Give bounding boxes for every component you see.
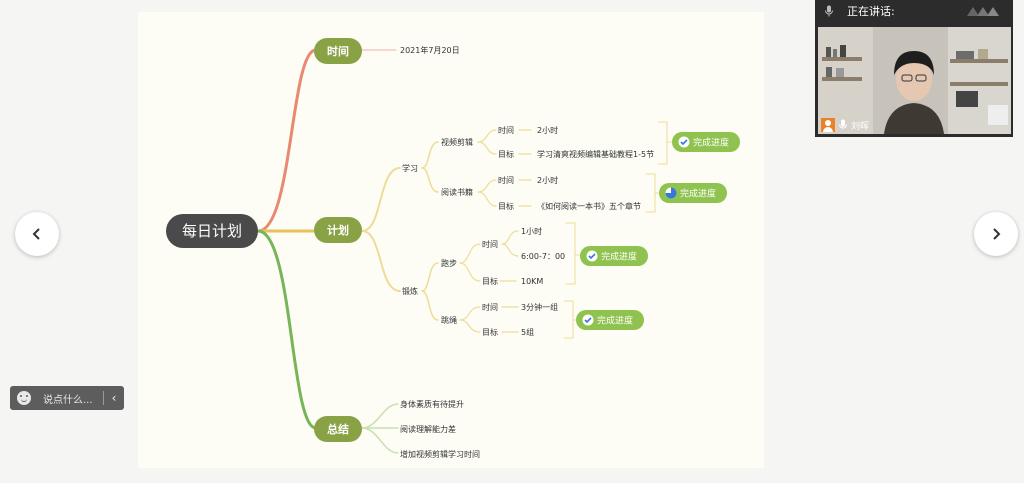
node-plan-label: 计划 (327, 223, 349, 237)
exercise-label: 锻炼 (402, 286, 418, 296)
connector-line (421, 167, 439, 193)
running-label: 跑步 (441, 259, 457, 268)
video-edit-goal-value: 学习清爽视频编辑基础教程1-5节 (537, 149, 654, 159)
connector-line (565, 222, 576, 285)
connector-line (421, 262, 439, 292)
app-logo-icon (967, 7, 999, 16)
reading-goal-value: 《如何阅读一本书》五个章节 (537, 201, 641, 211)
branch-line-time (256, 48, 318, 233)
connector-line (501, 243, 519, 257)
running-time-value-1: 1小时 (521, 226, 542, 236)
connector-line (361, 230, 401, 292)
progress-badge-label: 完成进度 (693, 137, 729, 149)
summary-item: 阅读理解能力差 (400, 424, 456, 434)
connector-line (421, 290, 439, 321)
check-icon (588, 253, 596, 260)
video-edit-label: 视频剪辑 (441, 137, 473, 147)
connector-line (645, 173, 656, 213)
chevron-left-icon (32, 228, 40, 240)
microphone-icon (839, 119, 847, 129)
progress-badge-label: 完成进度 (601, 251, 637, 263)
rope-goal-label: 目标 (482, 327, 498, 337)
connector-line (459, 243, 481, 264)
progress-badge-label: 完成进度 (680, 188, 716, 200)
reading-time-value: 2小时 (537, 175, 558, 185)
rope-label: 跳绳 (441, 315, 457, 325)
mindmap: 每日计划 时间 计划 总结 2021年7月20日 学习 视频剪辑 时间 2小时 … (166, 38, 740, 459)
participant-video-feed: 刘晖 (818, 27, 1011, 134)
video-header: 正在讲话: (815, 0, 1013, 22)
connector-line (459, 319, 481, 333)
mindmap-canvas: 每日计划 时间 计划 总结 2021年7月20日 学习 视频剪辑 时间 2小时 … (138, 12, 764, 468)
progress-badge-rope: 完成进度 (576, 310, 644, 330)
connector-line (477, 129, 497, 143)
video-panel: 正在讲话: (815, 0, 1013, 137)
running-time-value-2: 6:00-7：00 (521, 252, 565, 261)
node-plan (314, 217, 362, 243)
running-goal-value: 10KM (521, 277, 543, 286)
progress-badge-label: 完成进度 (597, 315, 633, 327)
summary-item: 增加视频剪辑学习时间 (400, 449, 480, 459)
chat-placeholder[interactable]: 说点什么... (43, 394, 93, 406)
node-time-label: 时间 (327, 44, 349, 58)
rope-time-value: 3分钟一组 (521, 302, 558, 312)
connector-line (361, 167, 401, 232)
video-edit-time-value: 2小时 (537, 125, 558, 135)
reading-label: 阅读书籍 (441, 187, 473, 197)
connector-line (361, 403, 399, 429)
next-page-button[interactable] (974, 212, 1018, 256)
connector-line (477, 179, 497, 193)
branch-line-summary (256, 229, 318, 430)
connector-line (459, 262, 481, 282)
participant-name-bar: 刘晖 (818, 116, 869, 134)
time-value: 2021年7月20日 (400, 45, 460, 55)
reading-goal-label: 目标 (498, 201, 514, 211)
progress-badge-running: 完成进度 (580, 246, 648, 266)
connector-line (657, 121, 668, 165)
root-label: 每日计划 (182, 222, 242, 240)
progress-badge-reading: 完成进度 (659, 183, 727, 203)
participant-video-image (818, 27, 1011, 134)
check-icon (680, 139, 688, 146)
connector-line (563, 300, 574, 339)
node-time (314, 38, 362, 64)
check-icon (584, 317, 592, 324)
connector-line (421, 141, 439, 169)
collapse-chat-button[interactable]: ‹ (111, 391, 117, 405)
chevron-right-icon (993, 228, 1001, 240)
user-icon (821, 118, 835, 132)
node-summary (314, 416, 362, 442)
divider (103, 391, 104, 405)
node-summary-label: 总结 (327, 422, 349, 436)
emoji-icon[interactable] (17, 391, 31, 405)
microphone-icon (825, 5, 833, 17)
progress-badge-video-edit: 完成进度 (672, 132, 740, 152)
connector-line (477, 141, 497, 155)
root-node (166, 214, 258, 248)
running-time-label: 时间 (482, 239, 498, 249)
study-label: 学习 (402, 163, 418, 173)
connector-line (459, 306, 481, 321)
summary-item: 身体素质有待提升 (400, 399, 464, 409)
connector-line (361, 427, 399, 454)
connector-line (501, 230, 519, 245)
video-edit-goal-label: 目标 (498, 149, 514, 159)
prev-page-button[interactable] (15, 212, 59, 256)
speaking-label: 正在讲话: (847, 5, 895, 18)
video-edit-time-label: 时间 (498, 125, 514, 135)
chat-input-bar[interactable]: 说点什么... ‹ (10, 386, 124, 410)
pie-progress-icon (665, 187, 677, 199)
running-goal-label: 目标 (482, 276, 498, 286)
reading-time-label: 时间 (498, 175, 514, 185)
rope-time-label: 时间 (482, 302, 498, 312)
participant-name: 刘晖 (851, 121, 870, 132)
rope-goal-value: 5组 (521, 327, 534, 337)
connector-line (477, 191, 497, 207)
